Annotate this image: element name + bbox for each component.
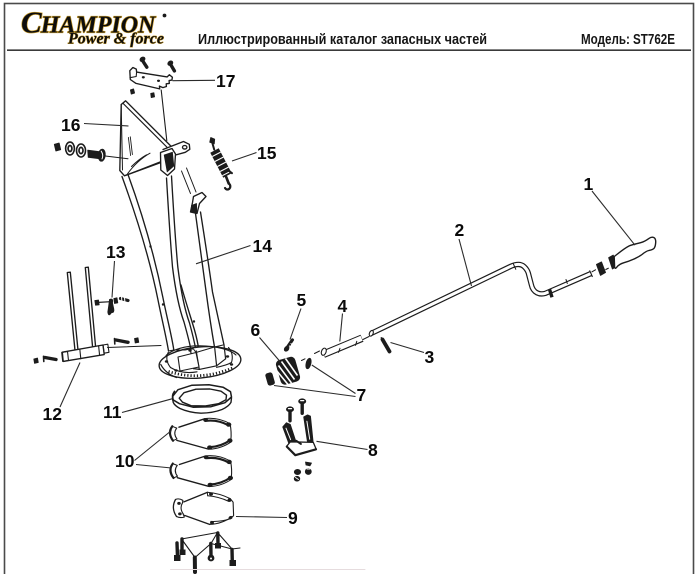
svg-text:Power & force: Power & force [67,31,164,48]
svg-text:Модель: ST762E: Модель: ST762E [581,32,675,48]
svg-text:11: 11 [103,402,122,422]
svg-text:8: 8 [368,440,378,460]
svg-text:2: 2 [455,220,465,240]
svg-text:Иллюстрированный каталог запас: Иллюстрированный каталог запасных частей [198,32,487,48]
svg-text:13: 13 [106,242,126,262]
svg-text:16: 16 [61,115,81,135]
svg-text:5: 5 [297,290,307,310]
svg-text:9: 9 [288,508,298,528]
svg-text:15: 15 [257,143,277,163]
svg-text:14: 14 [253,236,273,256]
svg-text:7: 7 [357,385,367,405]
svg-text:10: 10 [115,451,135,471]
svg-text:3: 3 [425,347,435,367]
svg-text:CHAMPION: CHAMPION [21,5,157,40]
svg-text:12: 12 [43,404,63,424]
svg-text:6: 6 [251,320,261,340]
svg-text:1: 1 [584,174,594,194]
svg-text:4: 4 [338,296,348,316]
svg-text:17: 17 [216,71,235,91]
